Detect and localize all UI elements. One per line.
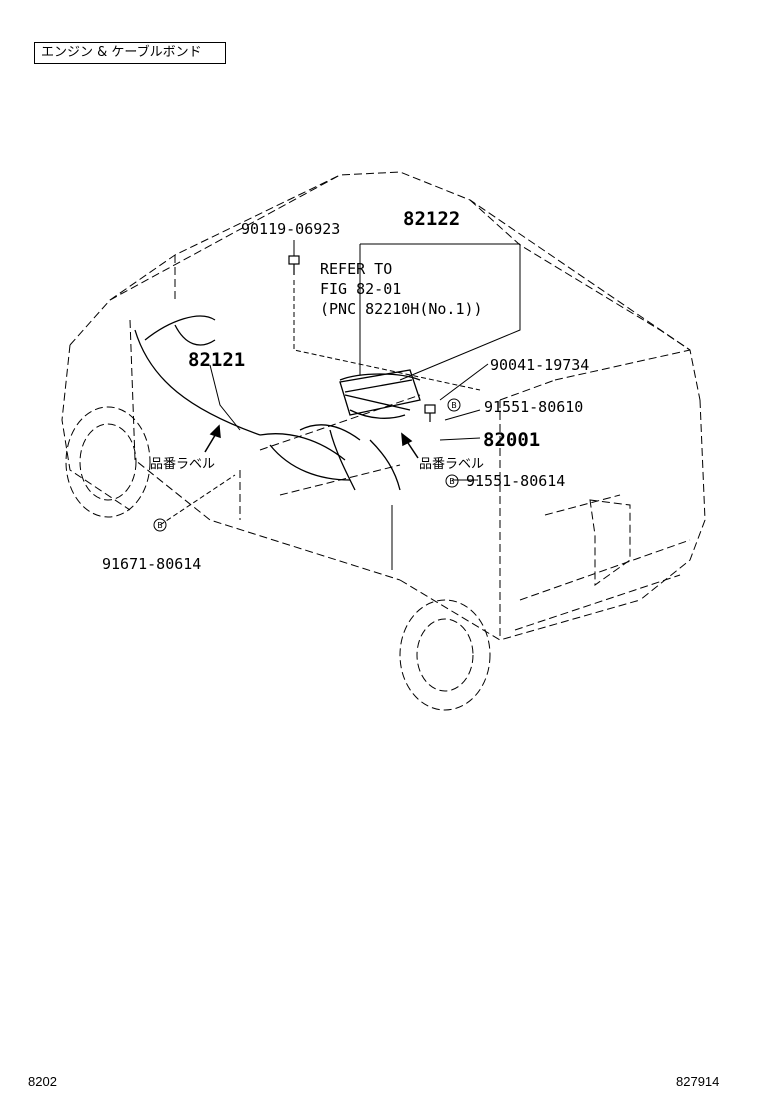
svg-text:B: B xyxy=(451,401,457,410)
svg-text:B: B xyxy=(449,477,455,486)
svg-text:B: B xyxy=(157,521,163,530)
part-82121-label: 82121 xyxy=(188,349,245,371)
label-arrows xyxy=(204,424,419,459)
b-mark-3: B xyxy=(153,518,167,532)
part-90041-19734-label: 90041-19734 xyxy=(490,356,589,374)
bolt-90119-icon xyxy=(288,255,300,275)
part-90119-06923-label: 90119-06923 xyxy=(241,220,340,238)
rear-left-wheel xyxy=(65,406,151,518)
part-82001-label: 82001 xyxy=(483,429,540,451)
part-91551-80614-label: 91551-80614 xyxy=(466,472,565,490)
ecu-box xyxy=(339,369,421,416)
footer-page-code: 8202 xyxy=(28,1074,57,1089)
leader-lines xyxy=(159,240,521,570)
bolt-90041-icon xyxy=(424,404,436,422)
part-82122-label: 82122 xyxy=(403,208,460,230)
part-number-label-left: 品番ラベル xyxy=(150,457,215,472)
section-title: エンジン & ケーブルボンド xyxy=(34,42,226,64)
part-91671-80614-label: 91671-80614 xyxy=(102,555,201,573)
rear-right-wheel xyxy=(399,599,491,711)
b-mark-1: B xyxy=(447,398,461,412)
b-mark-2: B xyxy=(445,474,459,488)
part-91551-80610-label: 91551-80610 xyxy=(484,398,583,416)
refer-to-line1: REFER TO xyxy=(320,260,392,278)
footer-figure-id: 827914 xyxy=(676,1074,720,1089)
part-number-label-right: 品番ラベル xyxy=(419,457,484,472)
refer-to-line3: (PNC 82210H(No.1)) xyxy=(320,300,483,318)
refer-to-line2: FIG 82-01 xyxy=(320,280,401,298)
vehicle-body xyxy=(61,171,706,641)
